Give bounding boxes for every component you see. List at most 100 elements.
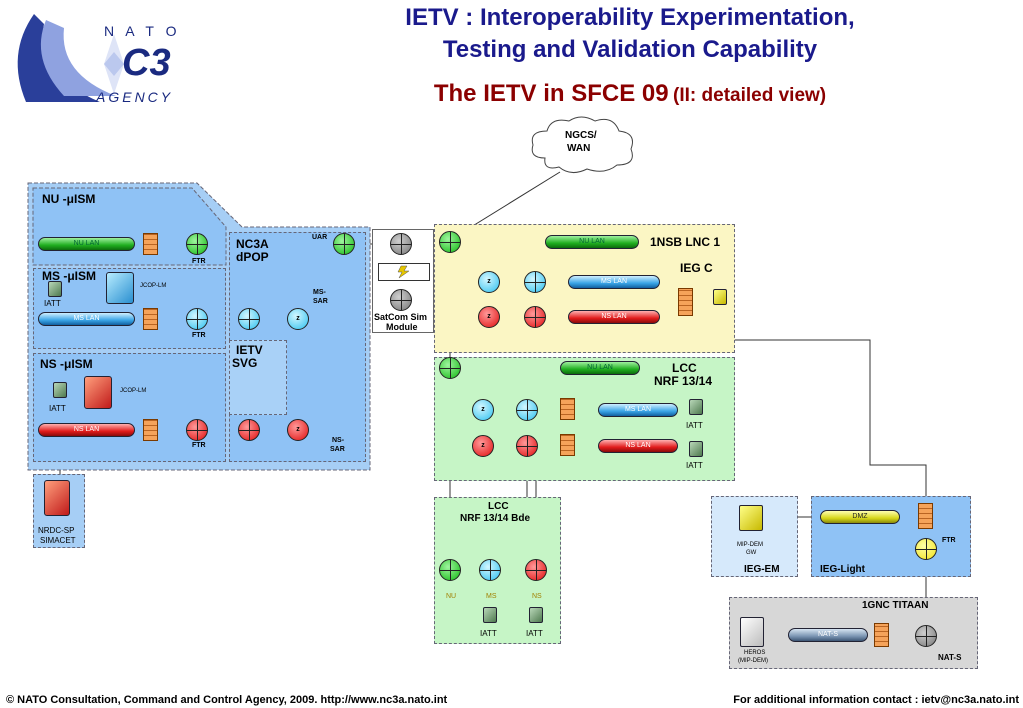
ftr-label-ieg-light: FTR: [942, 537, 956, 544]
lcc-main-node: [439, 357, 461, 379]
dpop-node-ms: [238, 308, 260, 330]
ftr-label-nu: FTR: [192, 258, 206, 265]
firewall-gnc: [874, 623, 889, 647]
firewall-ieg-light: [918, 503, 933, 529]
mip-dem-label-1: MIP-DEM: [737, 542, 763, 548]
lcc-bde-label-2: NRF 13/14 Bde: [460, 513, 531, 524]
ftr-node-ns: [186, 419, 208, 441]
nsb-ms-node: [524, 271, 546, 293]
nsb-lnc-label: 1NSB LNC 1: [650, 235, 721, 249]
iatt-icon-bde-ns: [529, 607, 543, 623]
footer-contact[interactable]: For additional information contact : iet…: [733, 694, 1019, 706]
mip-dem-gw-device: [739, 505, 763, 531]
bde-ns-label: NS: [532, 593, 542, 600]
firewall-ns-left: [143, 419, 158, 441]
page-subtitle: The IETV in SFCE 09 (II: detailed view): [250, 82, 1010, 106]
nrdc-server: [44, 480, 70, 516]
firewall-lcc-ns: [560, 434, 575, 456]
ieg-light-label: IEG-Light: [820, 564, 865, 575]
ieg-c-device: [713, 289, 727, 305]
lcc-ns-node: [516, 435, 538, 457]
iatt-icon-lcc-ms: [689, 399, 703, 415]
nu-lan-nsb: NU LAN: [545, 235, 639, 249]
ms-lan-lcc: MS LAN: [598, 403, 678, 417]
dmz-lan: DMZ: [820, 510, 900, 524]
ieg-em-label: IEG-EM: [744, 564, 780, 575]
ngcs-wan-cloud: NGCS/ WAN: [525, 113, 640, 178]
svg-node-ns: [238, 419, 260, 441]
cloud-shape: [531, 116, 633, 173]
ietv-svg-zone: [229, 340, 287, 415]
nu-lan-left: NU LAN: [38, 237, 135, 251]
satcom-node-top: [390, 233, 412, 255]
nrdc-label-1: NRDC-SP: [38, 526, 75, 535]
iatt-label-lcc-ns: IATT: [686, 461, 703, 470]
iatt-label-bde-ns: IATT: [526, 629, 543, 638]
lightning-icon: [397, 265, 410, 279]
ns-lan-lcc: NS LAN: [598, 439, 678, 453]
nat-s-node: [915, 625, 937, 647]
ietv-label-2: SVG: [232, 356, 258, 370]
lcc-nrf-label-1: LCC: [672, 361, 697, 375]
mip-dem-label-2: GW: [746, 550, 757, 556]
iatt-label-ns-left: IATT: [49, 404, 66, 413]
nat-s-lan: NAT-S: [788, 628, 868, 642]
satcom-node-bottom: [390, 289, 412, 311]
bde-ms-node: [479, 559, 501, 581]
satcom-link-icon: [378, 263, 430, 281]
ms-lan-left: MS LAN: [38, 312, 135, 326]
iatt-icon-lcc-ns: [689, 441, 703, 457]
lcc-nrf-label-2: NRF 13/14: [654, 374, 713, 388]
ms-pism-label: MS -μISM: [42, 269, 97, 283]
ieg-light-zone: [811, 496, 971, 577]
bde-nu-node: [439, 559, 461, 581]
firewall-ieg-c: [678, 288, 693, 316]
ns-lan-left: NS LAN: [38, 423, 135, 437]
nsb-ns-node: [524, 306, 546, 328]
logo-nato: N A T O: [104, 23, 181, 39]
ftr-node-ms: [186, 308, 208, 330]
subtitle-detail: (II: detailed view): [673, 85, 827, 106]
bde-nu-label: NU: [446, 593, 457, 600]
subtitle-main: The IETV in SFCE 09: [433, 80, 669, 107]
lcc-ms-z-node: z: [472, 399, 494, 421]
iatt-label-lcc-ms: IATT: [686, 421, 703, 430]
ns-sar-label-1: NS-: [332, 437, 345, 444]
uar-label: UAR: [312, 234, 328, 241]
footer-copyright: © NATO Consultation, Command and Control…: [6, 694, 448, 706]
iatt-label-ms-left: IATT: [44, 299, 61, 308]
ieg-c-label: IEG C: [680, 261, 713, 275]
page-title-line2: Testing and Validation Capability: [442, 36, 818, 63]
satcom-label-1: SatCom Sim: [374, 312, 428, 322]
jcop-lm-server-ns: [84, 376, 112, 409]
bde-ns-node: [525, 559, 547, 581]
firewall-lcc-ms: [560, 398, 575, 420]
nc3a-label-1: NC3A: [236, 237, 269, 251]
lcc-ns-z-node: z: [472, 435, 494, 457]
gnc-titaan-label: 1GNC TITAAN: [862, 600, 929, 611]
ms-sar-label-1: MS-: [313, 289, 326, 296]
ftr-label-ns: FTR: [192, 442, 206, 449]
jcop-lm-server-ms: [106, 272, 134, 304]
logo-agency: AGENCY: [96, 89, 174, 105]
ftr-node-nu: [186, 233, 208, 255]
nrdc-label-2: SIMACET: [40, 536, 76, 545]
jcop-lm-label-ms: JCOP-LM: [140, 283, 167, 289]
firewall-ms-left: [143, 308, 158, 330]
heros-label-2: (MIP-DEM): [738, 658, 768, 664]
iatt-label-bde-ms: IATT: [480, 629, 497, 638]
nsb-main-node: [439, 231, 461, 253]
lcc-bde-label-1: LCC: [488, 501, 509, 512]
nc3a-label-2: dPOP: [236, 250, 269, 264]
page-title-line1: IETV : Interoperability Experimentation,: [405, 4, 855, 31]
uar-node: [333, 233, 355, 255]
nu-lan-lcc: NU LAN: [560, 361, 640, 375]
ietv-label-1: IETV: [236, 343, 263, 357]
logo-c3: C3: [122, 42, 171, 84]
ms-lan-nsb: MS LAN: [568, 275, 660, 289]
ns-pism-zone: [33, 353, 226, 462]
ns-lan-nsb: NS LAN: [568, 310, 660, 324]
ftr-label-ms: FTR: [192, 332, 206, 339]
cloud-label-2: WAN: [567, 143, 591, 154]
heros-server: [740, 617, 764, 647]
